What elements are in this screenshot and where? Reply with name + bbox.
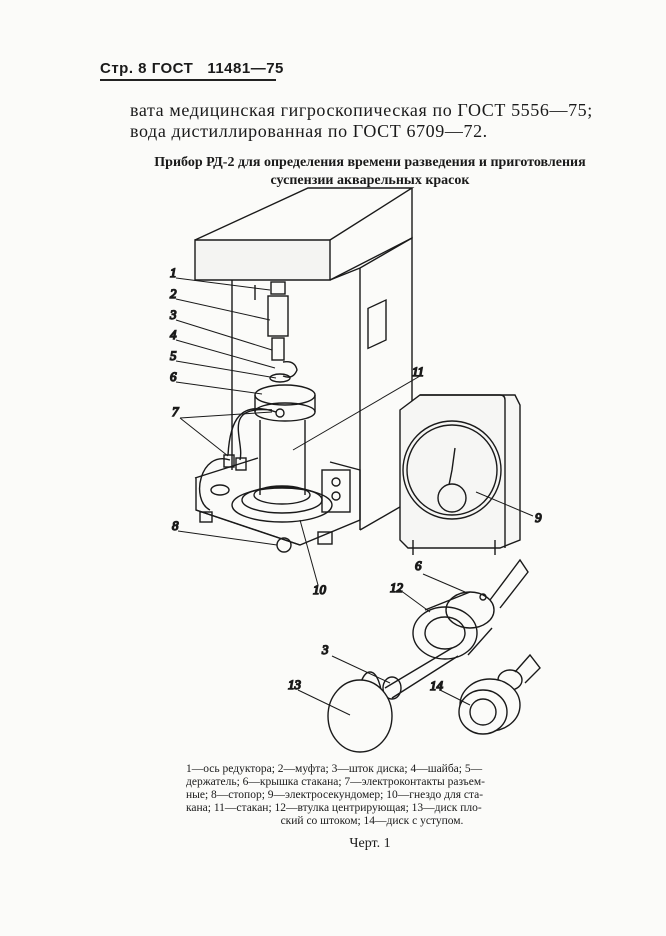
flat-disc-with-rod <box>327 647 459 753</box>
callout-14: 14 <box>430 678 444 693</box>
wires <box>198 407 277 511</box>
callout-3: 3 <box>169 307 177 322</box>
callout-13: 13 <box>288 677 302 692</box>
callout-8: 8 <box>172 518 179 533</box>
page-header: Стр. 8 ГОСТ 11481—75 <box>100 60 283 81</box>
caption-line: ский со штоком; 14—диск с уступом. <box>280 815 464 827</box>
lid-and-bushing-detail <box>412 558 529 660</box>
callout-7: 7 <box>172 404 179 419</box>
callout-1: 1 <box>170 265 177 280</box>
callout-6: 6 <box>170 369 177 384</box>
callout-5: 5 <box>170 348 177 363</box>
shaft <box>267 281 298 383</box>
stepped-disc <box>458 653 541 735</box>
callout-4: 4 <box>170 327 177 342</box>
callout-12: 12 <box>390 580 404 595</box>
callout-9: 9 <box>535 510 542 525</box>
caption-line: 1—ось редуктора; 2—муфта; 3—шток диска; … <box>186 763 483 775</box>
figure-title: Прибор РД-2 для определения времени разв… <box>154 155 586 170</box>
electric-stopwatch <box>399 394 521 555</box>
figure-title: суспензии акварельных красок <box>270 173 470 188</box>
standard-number: 11481—75 <box>207 60 284 77</box>
cup <box>231 384 333 523</box>
callout-2: 2 <box>170 286 177 301</box>
standard-label: ГОСТ <box>151 60 194 77</box>
caption-line: держатель; 6—крышка стакана; 7—электроко… <box>186 776 485 788</box>
base-plate <box>194 457 361 553</box>
figure-label: Черт. 1 <box>349 836 391 851</box>
callout-6b: 6 <box>415 558 422 573</box>
callout-10: 10 <box>313 582 327 597</box>
caption-line: кана; 11—стакан; 12—втулка центрирующая;… <box>186 802 482 814</box>
body-text-line: вата медицинская гигроскопическая по ГОС… <box>130 100 593 120</box>
caption-line: ные; 8—стопор; 9—электросекундомер; 10—г… <box>186 789 484 801</box>
page-number: Стр. 8 <box>100 60 148 77</box>
body-text-line: вода дистиллированная по ГОСТ 6709—72. <box>130 121 488 141</box>
callout-11: 11 <box>412 364 424 379</box>
leader-lines <box>175 277 534 716</box>
connector <box>235 457 247 471</box>
callout-3b: 3 <box>321 642 329 657</box>
figure-caption: 1—ось редуктора; 2—муфта; 3—шток диска; … <box>186 763 558 828</box>
reducer-head <box>194 187 415 281</box>
